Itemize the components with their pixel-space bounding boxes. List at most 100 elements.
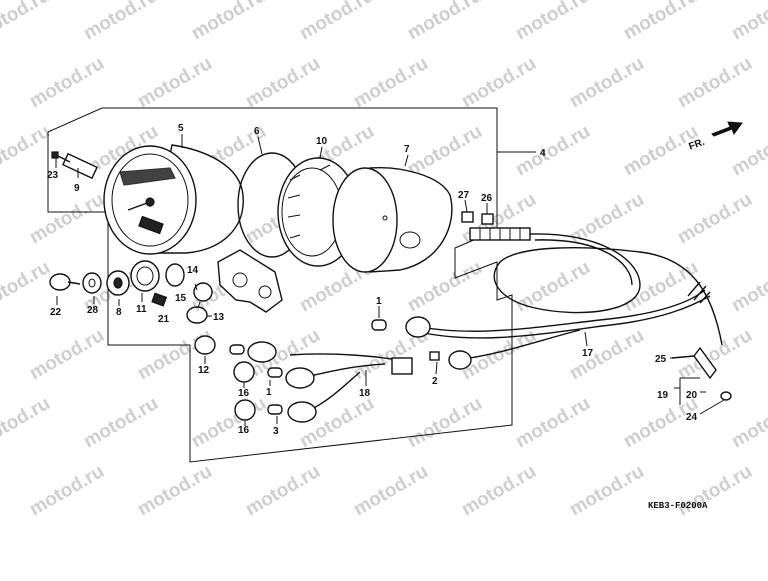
watermark-text: motod.ru	[404, 121, 486, 180]
mounting-bracket	[217, 249, 283, 313]
watermark-text: motod.ru	[26, 189, 108, 248]
fr-label: FR.	[687, 137, 706, 153]
callout-14: 14	[187, 265, 199, 276]
collar-14	[165, 263, 185, 287]
callout-23: 23	[47, 170, 59, 181]
callout-5: 5	[178, 123, 184, 134]
bolt-22	[49, 273, 81, 291]
callout-21: 21	[158, 314, 170, 325]
watermark-text: motod.ru	[512, 393, 594, 452]
socket-16-a	[233, 361, 255, 383]
connector-2	[429, 350, 472, 370]
watermark-text: motod.ru	[296, 0, 378, 44]
indicator-housing-12	[194, 335, 216, 355]
callout-8: 8	[116, 307, 122, 318]
watermark-text: motod.ru	[296, 393, 378, 452]
nut-21	[151, 292, 168, 307]
callout-6: 6	[254, 126, 260, 137]
callout-9: 9	[74, 183, 80, 194]
bulb-1-upper	[371, 319, 387, 331]
watermark-text: motod.ru	[350, 461, 432, 520]
callout-1-lower: 1	[266, 387, 272, 398]
watermark-text: motod.ru	[134, 53, 216, 112]
socket-upper	[405, 316, 431, 338]
callout-7: 7	[404, 144, 410, 155]
watermark-text: motod.ru	[566, 325, 648, 384]
arrow-right-icon	[711, 121, 743, 137]
watermark-text: motod.ru	[242, 461, 324, 520]
watermark-text: motod.ru	[26, 53, 108, 112]
watermark-text: motod.ru	[458, 53, 540, 112]
watermark-text: motod.ru	[566, 189, 648, 248]
watermark-text: motod.ru	[404, 257, 486, 316]
callout-3: 3	[273, 426, 279, 437]
watermark-text: motod.ru	[0, 121, 54, 180]
callout-28: 28	[87, 305, 99, 316]
watermark-text: motod.ru	[674, 53, 756, 112]
callout-25: 25	[655, 354, 667, 365]
watermark-text: motod.ru	[674, 189, 756, 248]
outer-case	[332, 167, 453, 273]
callout-4: 4	[540, 148, 546, 159]
bulb-1-lower-row	[229, 341, 315, 389]
watermark-text: motod.ru	[80, 393, 162, 452]
nut-26	[481, 213, 494, 225]
drawing-code: KEB3-F0200A	[648, 501, 708, 511]
watermark-text: motod.ru	[188, 0, 270, 44]
watermark-text: motod.ru	[134, 461, 216, 520]
watermark-text: motod.ru	[0, 257, 54, 316]
watermark-text: motod.ru	[674, 325, 756, 384]
callout-24: 24	[686, 412, 698, 423]
ring-13	[186, 306, 208, 324]
callout-16-b: 16	[238, 425, 250, 436]
callout-labels: 23 9 5 6 10 7 4 27 26 22 28 8 11 21 14 1…	[47, 123, 698, 437]
watermark-text: motod.ru	[512, 257, 594, 316]
watermark-text: motod.ru	[458, 325, 540, 384]
bulb-3	[267, 401, 317, 423]
watermark-text: motod.ru	[26, 461, 108, 520]
watermark-text: motod.ru	[620, 0, 702, 44]
callout-17: 17	[582, 348, 594, 359]
callout-27: 27	[458, 190, 470, 201]
nut-27	[461, 211, 474, 223]
callout-20: 20	[686, 390, 698, 401]
watermark-text: motod.ru	[26, 325, 108, 384]
watermark-text: motod.ru	[80, 0, 162, 44]
cable-clamp	[693, 346, 732, 401]
socket-16-b	[234, 399, 256, 421]
watermark-text: motod.ru	[188, 393, 270, 452]
clip-15	[193, 282, 213, 302]
watermark-text: motod.ru	[566, 53, 648, 112]
watermark-text: motod.ru	[512, 0, 594, 44]
callout-22: 22	[50, 307, 62, 318]
callout-1-upper: 1	[376, 296, 382, 307]
callout-26: 26	[481, 193, 493, 204]
callout-2: 2	[432, 376, 438, 387]
watermark-text: motod.ru	[728, 0, 768, 44]
watermark-text: motod.ru	[458, 461, 540, 520]
callout-10: 10	[316, 136, 328, 147]
callout-13: 13	[213, 312, 225, 323]
watermark-text: motod.ru	[0, 0, 54, 44]
speedometer-gauge	[103, 144, 244, 255]
callout-16-a: 16	[238, 388, 250, 399]
watermark-text: motod.ru	[566, 461, 648, 520]
leader-lines	[55, 134, 725, 426]
watermark-text: motod.ru	[674, 461, 756, 520]
front-direction-indicator: FR.	[687, 121, 743, 153]
watermark-text: motod.ru	[728, 393, 768, 452]
connector-block	[391, 357, 413, 375]
watermark-text: motod.ru	[242, 53, 324, 112]
watermark-text: motod.ru	[0, 393, 54, 452]
washer-28	[82, 272, 102, 294]
callout-15: 15	[175, 293, 187, 304]
bushing-11	[130, 260, 160, 292]
watermark-text: motod.ru	[512, 121, 594, 180]
screw-23	[51, 151, 98, 180]
watermark-text: motod.ru	[350, 53, 432, 112]
screw-25	[671, 355, 695, 359]
grommet-8	[106, 270, 130, 296]
watermark-text: motod.ru	[404, 393, 486, 452]
callout-18: 18	[359, 388, 371, 399]
